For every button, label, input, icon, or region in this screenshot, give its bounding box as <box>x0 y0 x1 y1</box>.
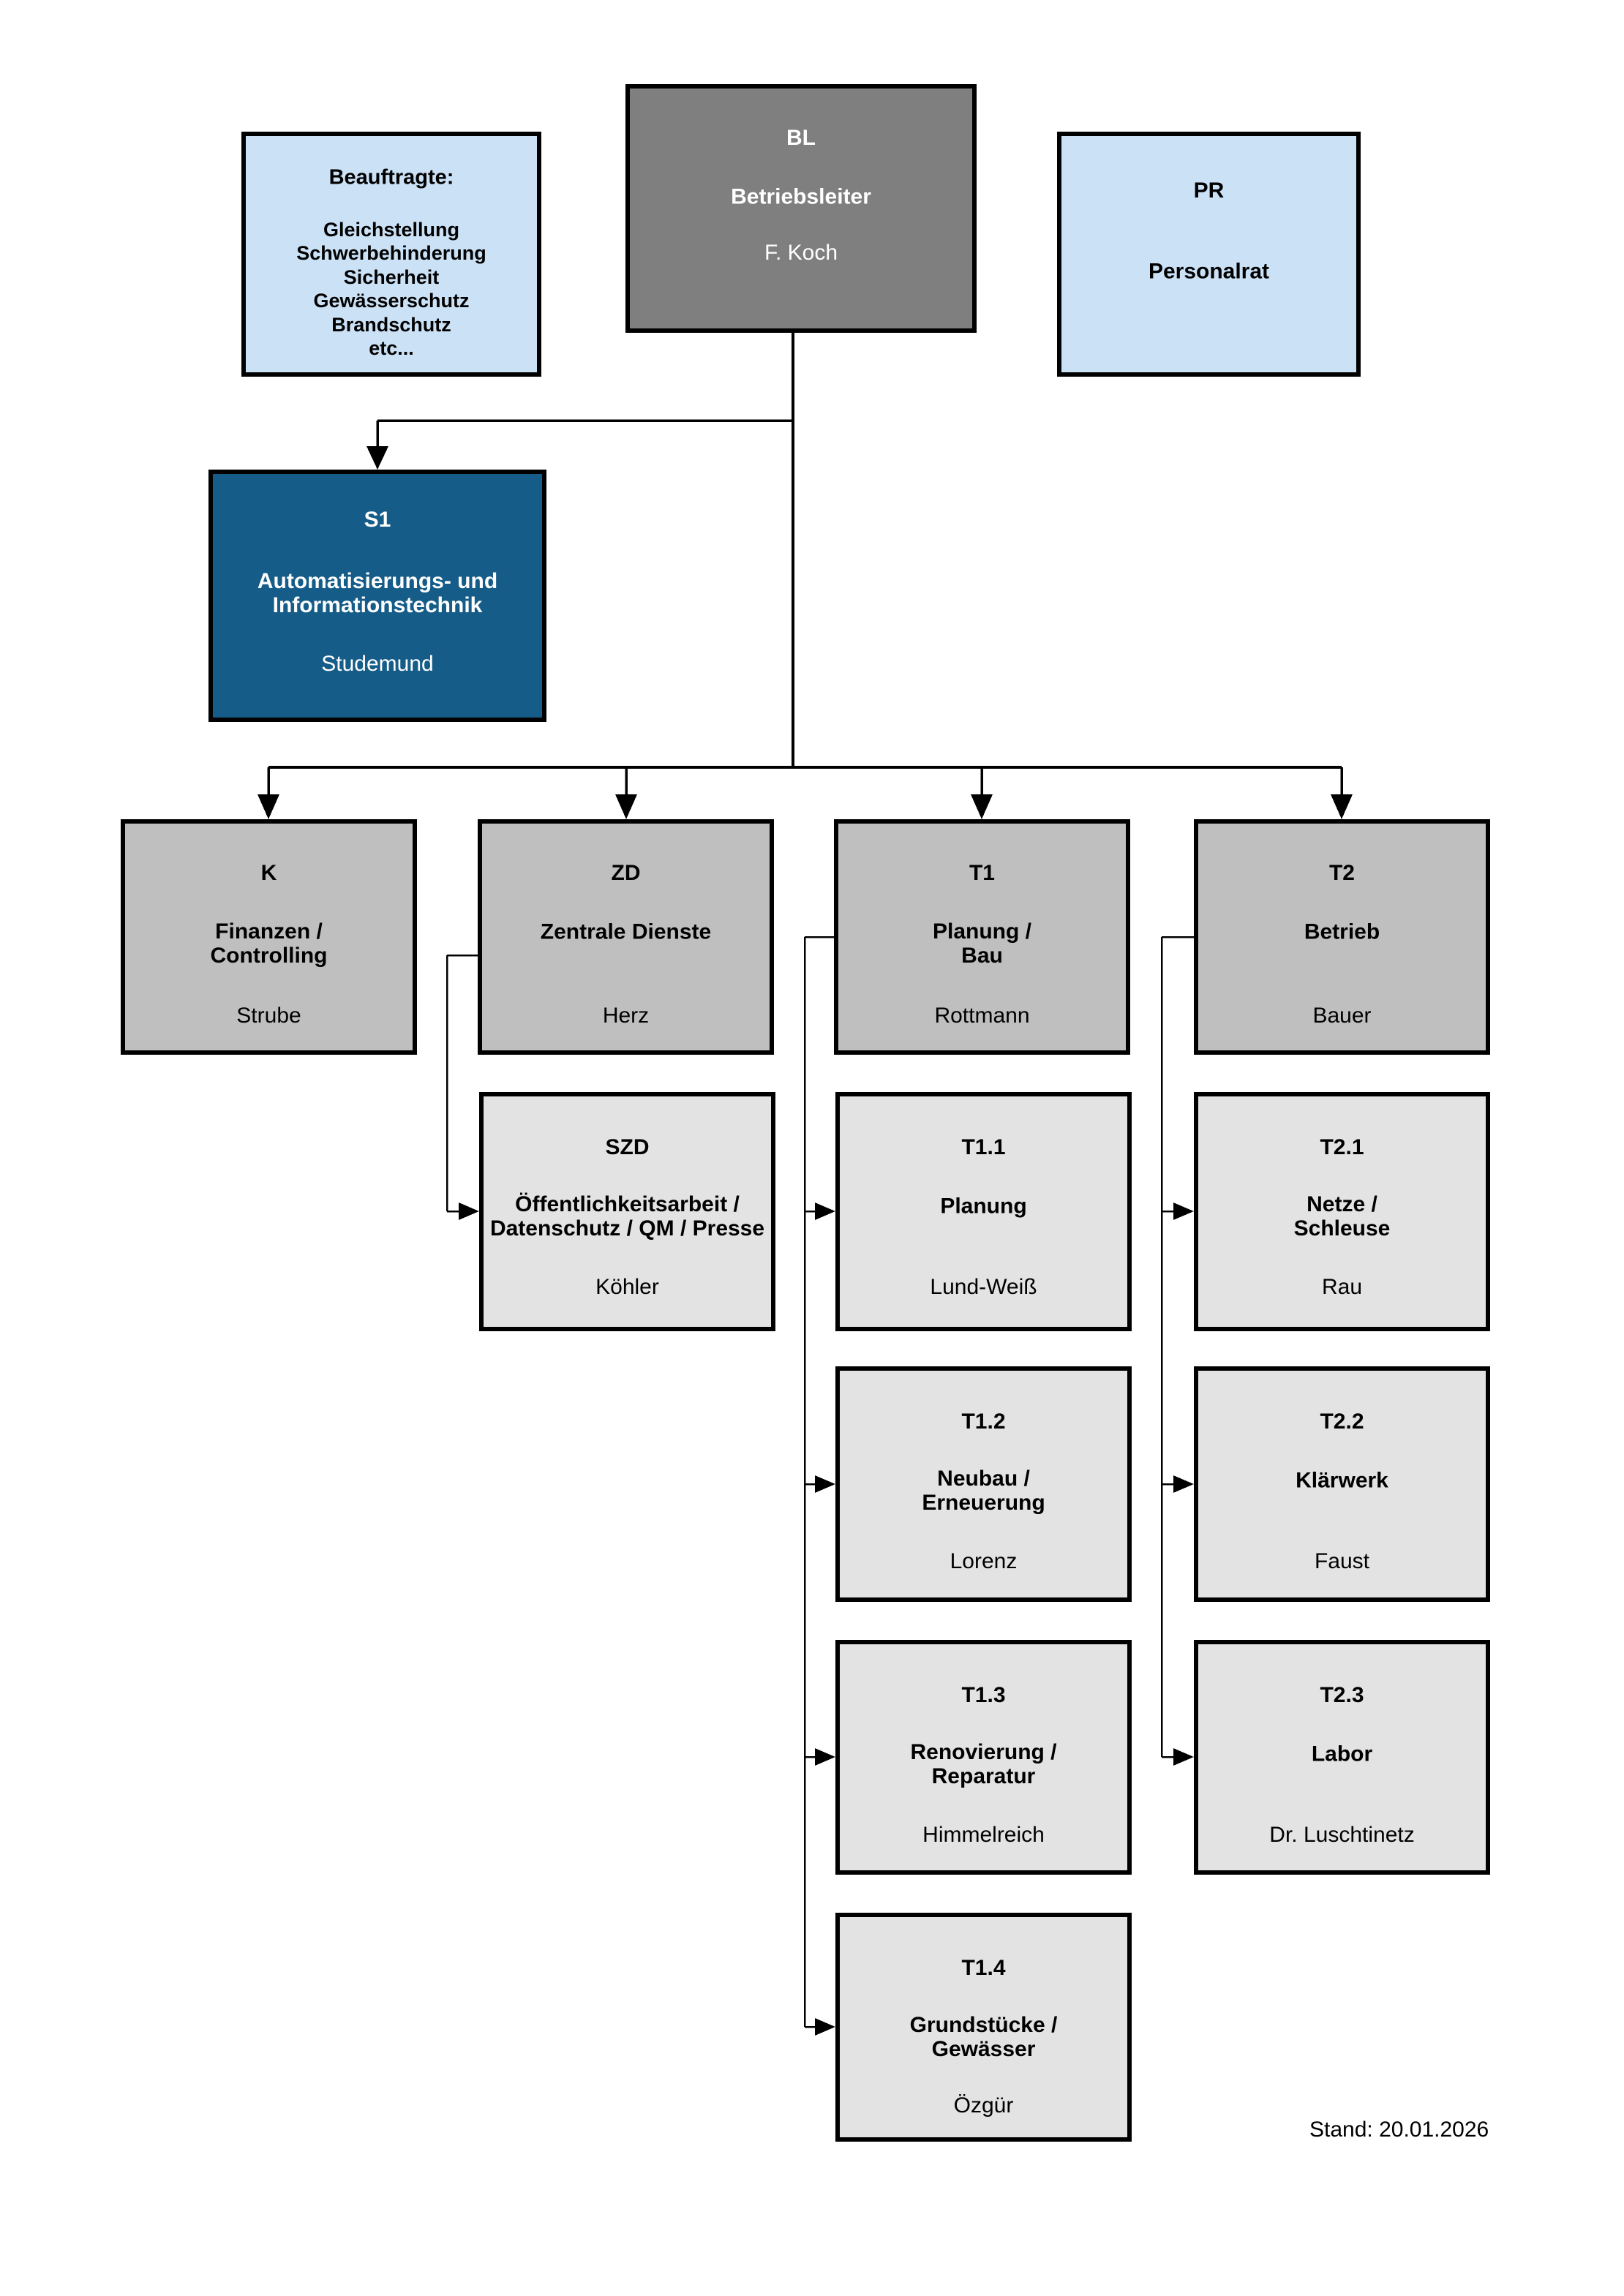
box-title: Personalrat <box>1148 259 1270 284</box>
box-item: Schwerbehinderung <box>296 242 486 265</box>
box-title: Labor <box>1311 1742 1373 1766</box>
box-title: Finanzen / Controlling <box>210 919 328 968</box>
org-box-beauftragte: Beauftragte: Gleichstellung Schwerbehind… <box>241 132 541 377</box>
box-item: etc... <box>369 337 414 360</box>
arrowhead-t22 <box>1173 1475 1194 1493</box>
stand-date-label: Stand: 20.01.2026 <box>1309 2118 1489 2142</box>
box-code: T2.1 <box>1320 1135 1364 1159</box>
box-item: Gleichstellung <box>323 219 460 241</box>
box-name: Strube <box>236 1004 301 1028</box>
box-code: T2 <box>1328 861 1355 885</box>
box-name: Studemund <box>321 652 434 676</box>
arrowhead-t11 <box>815 1202 835 1220</box>
box-item: Sicherheit <box>343 266 440 288</box>
arrowhead-t14 <box>815 2018 835 2036</box>
box-code: T1 <box>969 861 995 885</box>
arrowhead-k <box>257 794 279 819</box>
org-box-t23: T2.3 Labor Dr. Luschtinetz <box>1194 1640 1490 1875</box>
box-item-list: Gleichstellung Schwerbehinderung Sicherh… <box>246 218 537 360</box>
box-item: Gewässerschutz <box>313 290 470 312</box>
arrowhead-t12 <box>815 1475 835 1493</box>
box-code: ZD <box>611 861 641 885</box>
arrowhead-szd <box>459 1202 479 1220</box>
box-title: Netze / Schleuse <box>1293 1192 1391 1241</box>
box-item: Brandschutz <box>331 313 451 336</box>
box-code: BL <box>786 126 816 150</box>
box-name: F. Koch <box>764 241 838 265</box>
box-code: T1.1 <box>961 1135 1006 1159</box>
org-box-pr: PR Personalrat <box>1057 132 1361 377</box>
org-box-t12: T1.2 Neubau / Erneuerung Lorenz <box>835 1366 1132 1602</box>
org-box-t22: T2.2 Klärwerk Faust <box>1194 1366 1490 1602</box>
box-title: Öffentlichkeitsarbeit / Datenschutz / QM… <box>489 1192 765 1241</box>
box-title: Betrieb <box>1304 919 1380 944</box>
box-name: Bauer <box>1312 1004 1372 1028</box>
org-box-t13: T1.3 Renovierung / Reparatur Himmelreich <box>835 1640 1132 1875</box>
org-box-bl: BL Betriebsleiter F. Koch <box>625 84 977 333</box>
box-title: Planung <box>940 1194 1027 1219</box>
org-box-t2: T2 Betrieb Bauer <box>1194 819 1490 1055</box>
t2-children-line <box>1160 936 1194 1758</box>
box-title: Klärwerk <box>1296 1468 1388 1493</box>
box-code: SZD <box>605 1135 650 1159</box>
box-title: Zentrale Dienste <box>540 919 712 944</box>
arrowhead-t23 <box>1173 1748 1194 1766</box>
zd-szd-line <box>446 954 478 1213</box>
box-name: Dr. Luschtinetz <box>1269 1823 1415 1847</box>
arrowhead-t2 <box>1331 794 1353 819</box>
box-name: Özgür <box>953 2093 1014 2118</box>
box-title: Grundstücke / Gewässer <box>909 2013 1058 2061</box>
box-name: Köhler <box>595 1275 659 1299</box>
box-title: Automatisierungs- und Informationstechni… <box>257 569 498 617</box>
box-name: Himmelreich <box>922 1823 1045 1847</box>
box-title: Beauftragte: <box>328 165 454 189</box>
box-code: T2.3 <box>1320 1683 1364 1707</box>
box-name: Lund-Weiß <box>930 1275 1037 1299</box>
box-title: Betriebsleiter <box>731 184 871 209</box>
box-code: T1.3 <box>961 1683 1006 1707</box>
arrowhead-s1 <box>366 446 388 470</box>
org-box-zd: ZD Zentrale Dienste Herz <box>478 819 774 1055</box>
arrowhead-t21 <box>1173 1202 1194 1220</box>
org-box-t1: T1 Planung / Bau Rottmann <box>834 819 1130 1055</box>
org-box-t21: T2.1 Netze / Schleuse Rau <box>1194 1092 1490 1331</box>
box-name: Faust <box>1314 1549 1370 1573</box>
org-box-s1: S1 Automatisierungs- und Informationstec… <box>208 470 546 722</box>
org-box-k: K Finanzen / Controlling Strube <box>121 819 417 1055</box>
box-title: Renovierung / Reparatur <box>910 1740 1057 1788</box>
org-box-t11: T1.1 Planung Lund-Weiß <box>835 1092 1132 1331</box>
distribution-drops <box>267 767 1343 797</box>
box-name: Rottmann <box>934 1004 1030 1028</box>
box-name: Rau <box>1321 1275 1363 1299</box>
box-code: K <box>260 861 277 885</box>
arrowhead-t1 <box>971 794 993 819</box>
box-title: Neubau / Erneuerung <box>922 1467 1045 1515</box>
s1-branch-line <box>376 419 793 448</box>
t1-children-line <box>803 936 834 2028</box>
org-box-t14: T1.4 Grundstücke / Gewässer Özgür <box>835 1913 1132 2142</box>
arrowhead-t13 <box>815 1748 835 1766</box>
box-name: Lorenz <box>950 1549 1018 1573</box>
box-code: T1.4 <box>961 1956 1006 1980</box>
box-code: T2.2 <box>1320 1409 1364 1434</box>
box-code: T1.2 <box>961 1409 1006 1434</box>
box-code: S1 <box>364 508 391 532</box>
arrowhead-zd <box>615 794 637 819</box>
box-name: Herz <box>602 1004 650 1028</box>
org-box-szd: SZD Öffentlichkeitsarbeit / Datenschutz … <box>479 1092 775 1331</box>
box-title: Planung / Bau <box>933 919 1031 968</box>
box-code: PR <box>1193 178 1225 203</box>
